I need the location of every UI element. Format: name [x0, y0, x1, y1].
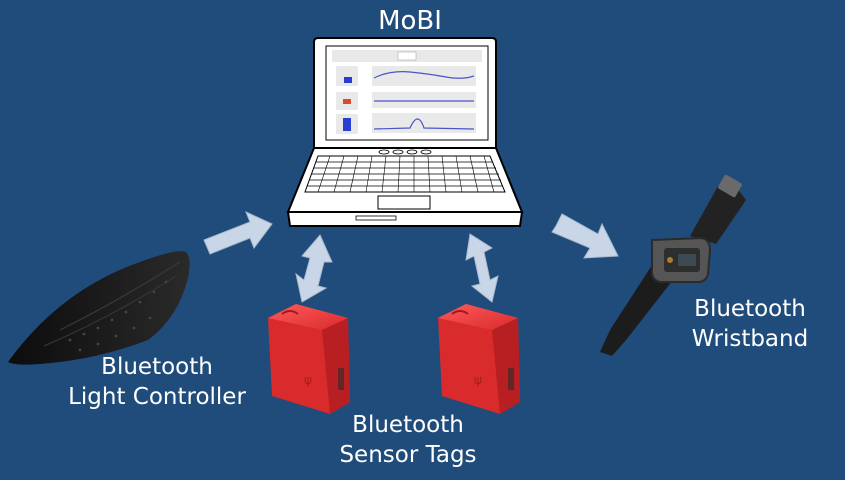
- laptop-icon: [286, 37, 524, 227]
- wristband-label-line2: Wristband: [691, 326, 809, 352]
- double-arrow-icon: [465, 233, 499, 303]
- light-controller-icon: [8, 251, 190, 365]
- light-controller-label: Bluetooth Light Controller: [52, 352, 262, 412]
- sensor-tags-label-line2: Sensor Tags: [339, 442, 477, 468]
- sensor-tags-label-line1: Bluetooth: [352, 412, 464, 438]
- light-controller-label-line2: Light Controller: [68, 384, 246, 410]
- svg-text:ψ: ψ: [304, 373, 312, 387]
- diagram-title: MoBI: [378, 6, 442, 36]
- wristband-label: Bluetooth Wristband: [680, 294, 820, 354]
- arrow-icon: [203, 211, 273, 255]
- light-controller-label-line1: Bluetooth: [101, 354, 213, 380]
- arrow-icon: [551, 213, 619, 259]
- sensor-tags-label: Bluetooth Sensor Tags: [318, 410, 498, 470]
- double-arrow-icon: [295, 234, 333, 303]
- sensor-tag-icon: ψ: [268, 304, 350, 414]
- wristband-icon: [600, 174, 746, 356]
- wristband-label-line1: Bluetooth: [694, 296, 806, 322]
- svg-text:ψ: ψ: [474, 373, 482, 387]
- sensor-tag-icon: ψ: [438, 304, 520, 414]
